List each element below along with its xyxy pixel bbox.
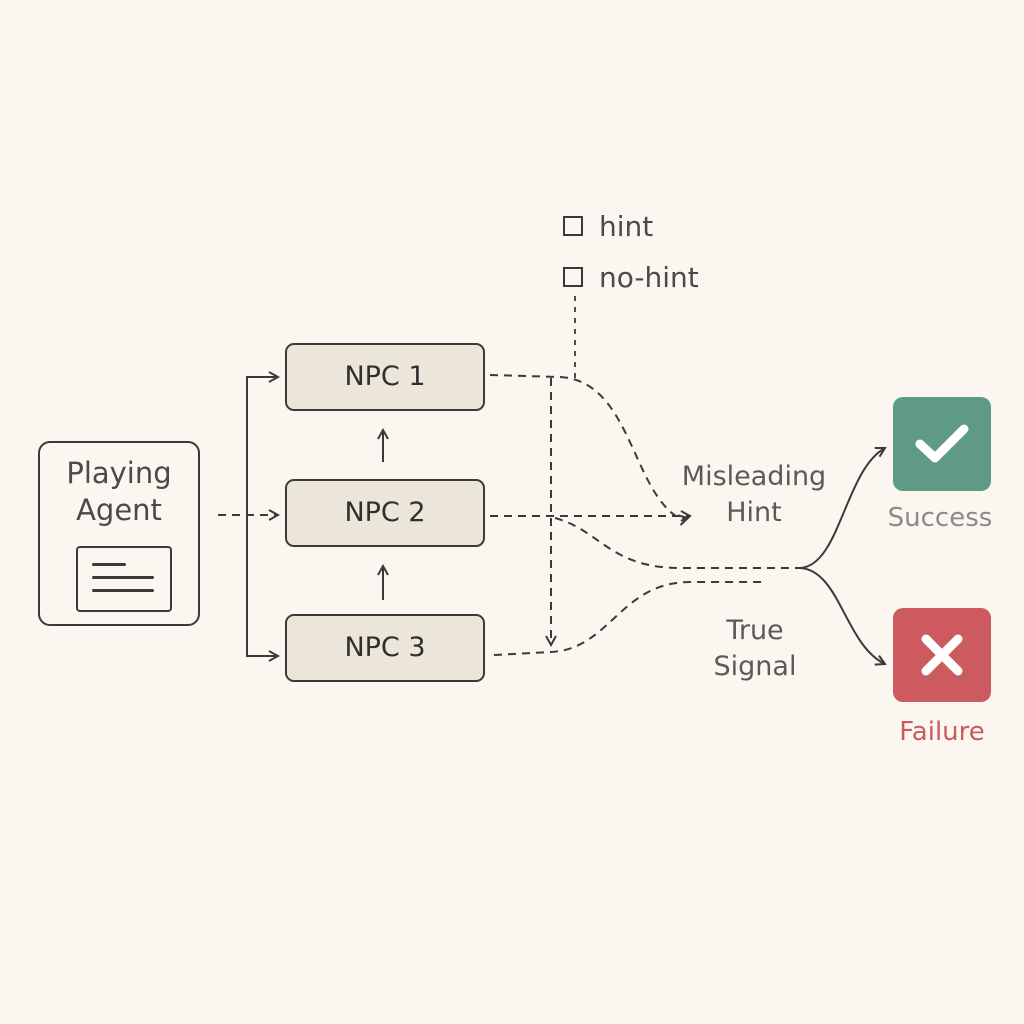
success-tile (893, 397, 991, 491)
checkbox-icon[interactable] (563, 267, 583, 287)
to-failure-arrow (799, 567, 885, 664)
legend-label-no-hint: no-hint (599, 260, 699, 294)
npc-1-box: NPC 1 (285, 343, 485, 411)
legend-item-no-hint[interactable]: no-hint (563, 260, 699, 294)
checkbox-icon[interactable] (563, 216, 583, 236)
document-line (92, 563, 126, 566)
bracket-to-npc1-arrow (246, 377, 278, 515)
true-signal-label: True Signal (713, 615, 797, 682)
document-line (92, 576, 154, 579)
to-success-arrow (799, 448, 885, 569)
npc1-hint-path (489, 374, 688, 518)
npc-3-box: NPC 3 (285, 614, 485, 682)
playing-agent-box: Playing Agent (38, 441, 200, 626)
npc-2-box: NPC 2 (285, 479, 485, 547)
checkmark-icon (915, 424, 969, 463)
agent-label: Playing Agent (66, 456, 172, 527)
x-mark-icon (921, 634, 963, 676)
failure-tile (893, 608, 991, 702)
document-icon (76, 546, 172, 612)
misleading-hint-label: Misleading Hint (681, 461, 827, 528)
legend-item-hint[interactable]: hint (563, 209, 654, 243)
legend-label-hint: hint (599, 209, 654, 243)
npc3-signal-path (493, 581, 765, 656)
failure-label: Failure (899, 717, 985, 747)
npc2-merge-path (554, 517, 800, 569)
bracket-to-npc3-arrow (246, 515, 278, 656)
document-line (92, 589, 154, 592)
success-label: Success (887, 503, 993, 533)
